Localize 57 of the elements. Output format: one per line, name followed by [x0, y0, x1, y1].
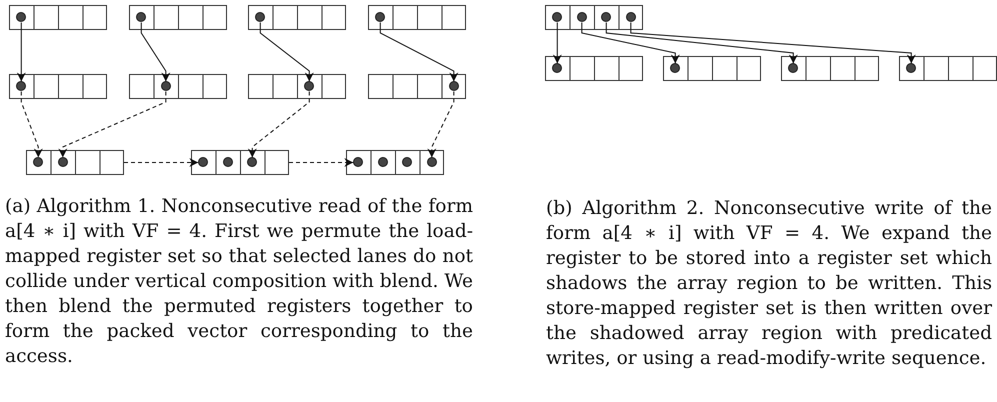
arrow [630, 22, 916, 64]
lane-dot [601, 12, 612, 22]
register-box [248, 74, 346, 99]
lane-dot [198, 157, 208, 168]
register-box [9, 74, 107, 99]
arrow [427, 91, 454, 158]
register-box [129, 5, 227, 30]
lane-dot [16, 12, 26, 22]
lane-dot [552, 12, 562, 22]
register-box [26, 150, 124, 175]
lane-dot [576, 12, 587, 22]
register-box [191, 150, 289, 175]
lane-dot [448, 81, 459, 92]
figure-caption: (b) Algorithm 2. Nonconsecutive write of the form a[4 ∗ i] with VF = 4. We expand the register to be stored into a register set which shadows the array region to be written. This store-mapped register set is then written over the shadowed array region with predicated writes, or using a read-modify-write sequence. [546, 197, 992, 371]
lane-dot [353, 157, 364, 168]
register-box [368, 5, 466, 30]
register-box [368, 74, 466, 99]
register-box [663, 56, 761, 81]
lane-dot [378, 157, 388, 168]
arrow [380, 22, 458, 82]
figure-caption: (a) Algorithm 1. Nonconsecutive read of the form a[4 ∗ i] with VF = 4. First we permute the load-mapped register set so that selected lanes do not collide under vertical composition with blend. We then blend the permuted registers together to form the packed vector corresponding to the access. [5, 195, 473, 369]
arrow [606, 22, 798, 64]
lane-dot [16, 81, 26, 92]
lane-dot [906, 63, 916, 74]
arrow [581, 22, 680, 64]
arrow [552, 22, 562, 64]
lane-dot [255, 12, 266, 22]
arrow [288, 158, 354, 167]
lane-dot [670, 63, 680, 74]
arrow [260, 22, 314, 82]
arrow [140, 22, 170, 82]
lane-dot [375, 12, 386, 22]
register-box [545, 5, 643, 30]
lane-dot [304, 81, 314, 92]
register-box [346, 150, 444, 175]
arrow [20, 91, 43, 158]
lane-dot [426, 157, 437, 168]
arrow [58, 91, 166, 158]
lane-dot [33, 157, 44, 168]
lane-dot [788, 63, 798, 74]
arrow [124, 158, 199, 167]
register-box [781, 56, 879, 81]
lane-dot [136, 12, 146, 22]
register-box [129, 74, 227, 99]
register-box [9, 5, 107, 30]
lane-dot [247, 157, 258, 168]
arrow [248, 91, 310, 158]
lane-dot [160, 81, 171, 92]
lane-dot [402, 157, 412, 168]
register-box [248, 5, 346, 30]
lane-dot [552, 63, 562, 74]
arrow [16, 22, 26, 82]
lane-dot [222, 157, 233, 168]
lane-dot [58, 157, 68, 168]
lane-dot [626, 12, 636, 22]
register-box [545, 56, 643, 81]
register-box [899, 56, 997, 81]
